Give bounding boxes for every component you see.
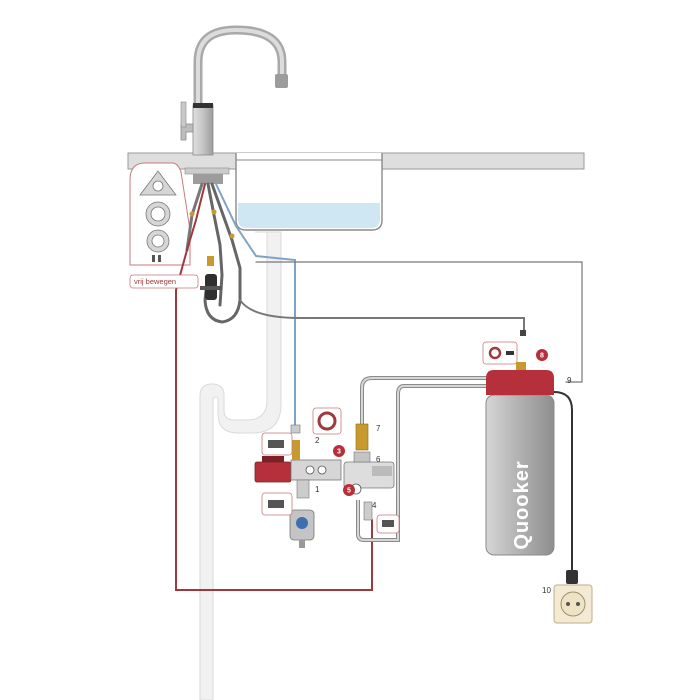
- drain-pipe: [199, 231, 282, 700]
- sink-water: [238, 203, 380, 228]
- tank-brand-label: Quooker: [511, 460, 533, 549]
- quooker-tank: Quooker: [485, 330, 578, 584]
- mounting-parts-inset: [129, 162, 191, 266]
- marker-1: 1: [315, 485, 320, 494]
- tap: [180, 25, 288, 184]
- tank-pipes: [356, 376, 486, 542]
- screw-icon: [152, 255, 155, 262]
- o-ring-icon: [317, 411, 337, 431]
- marker-2: 2: [315, 436, 320, 445]
- marker-8: 8: [540, 353, 544, 360]
- marker-10: 10: [542, 586, 551, 595]
- tank-o-ring-icon: [488, 346, 502, 360]
- filter-cartridge: [355, 423, 369, 451]
- marker-badge-8: [536, 349, 548, 361]
- free-move-tag: vrij bewegen: [129, 274, 199, 289]
- marker-6: 6: [376, 455, 381, 464]
- tap-hoses: [175, 182, 583, 591]
- pressure-valve: [254, 461, 292, 483]
- free-move-label: vrij bewegen: [134, 277, 176, 286]
- valve-assembly: [254, 423, 395, 548]
- part-insets: [261, 341, 518, 534]
- sink-basin: [235, 153, 383, 231]
- marker-4: 4: [372, 501, 377, 510]
- marker-badge-3: [333, 445, 345, 457]
- marker-badge-5: [343, 484, 355, 496]
- marker-3: 3: [337, 449, 341, 456]
- number-markers: 1 2 3 4 5 6 7 8 9 10: [315, 349, 572, 595]
- hose-weight: [200, 256, 222, 300]
- marker-5: 5: [347, 488, 351, 495]
- marker-9: 9: [567, 376, 572, 385]
- wall-socket: [553, 584, 593, 624]
- marker-7: 7: [376, 424, 381, 433]
